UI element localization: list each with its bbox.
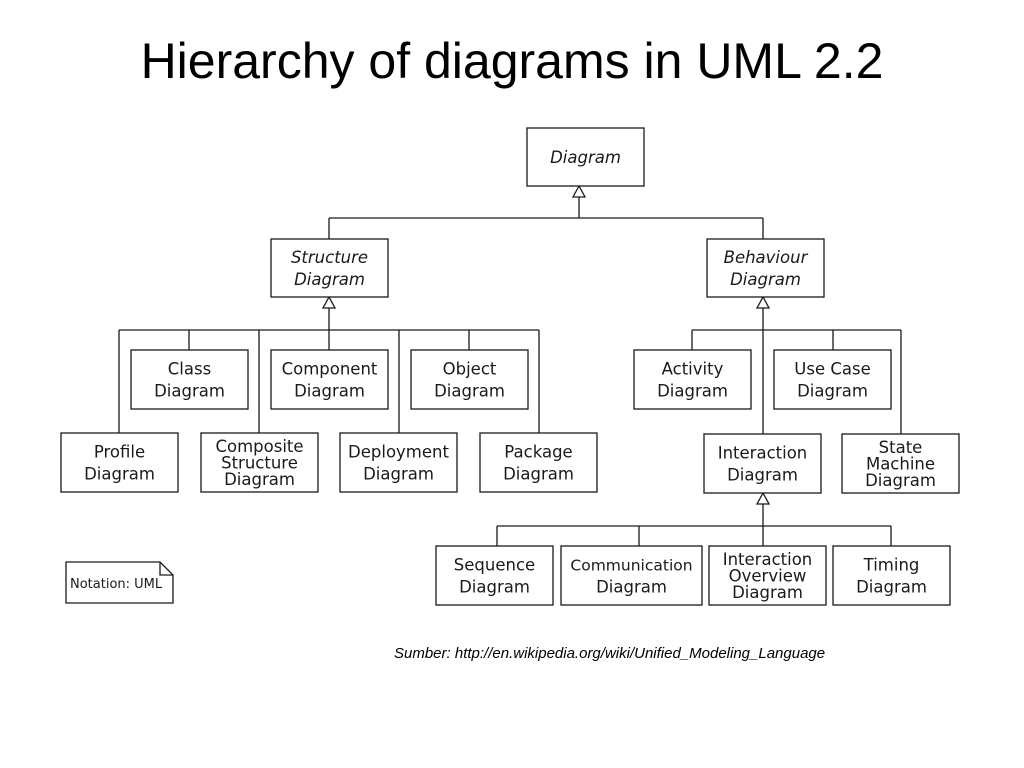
node-activity-label: Activity (662, 360, 724, 379)
node-package-label: Package (504, 443, 572, 462)
node-sequence-label: Sequence (454, 556, 535, 575)
node-class-label: Class (168, 360, 211, 379)
node-interaction-label: Interaction (718, 444, 808, 463)
notation-note: Notation: UML (65, 561, 174, 604)
node-object-label: Diagram (434, 382, 505, 401)
slide-title: Hierarchy of diagrams in UML 2.2 (140, 33, 884, 89)
node-diagram-label: Diagram (550, 148, 621, 167)
node-profile-label: Diagram (84, 465, 155, 484)
node-object-label: Object (443, 360, 497, 379)
node-diagram: Diagram (526, 127, 645, 187)
node-deployment-label: Deployment (348, 443, 449, 462)
node-composite-label: Structure (221, 454, 298, 473)
node-profile-label: Profile (94, 443, 145, 462)
node-statemachine-label: State (879, 438, 923, 457)
generalization-arrow-diagram (571, 184, 587, 198)
source-citation: Sumber: http://en.wikipedia.org/wiki/Uni… (394, 645, 826, 662)
node-interactionoverview-label: Overview (729, 567, 807, 586)
node-statemachine-label: Diagram (865, 471, 936, 490)
node-timing-label: Timing (863, 556, 920, 575)
node-behaviour-label: Diagram (730, 270, 801, 289)
node-composite-label: Diagram (224, 470, 295, 489)
node-behaviour-label: Behaviour (724, 248, 809, 267)
notation-label: Notation: UML (70, 577, 163, 592)
node-communication-label: Communication (570, 557, 692, 575)
generalization-arrow-behaviour (755, 295, 771, 309)
node-class-label: Diagram (154, 382, 225, 401)
diagram-nodes: DiagramStructureDiagramBehaviourDiagramC… (60, 127, 960, 606)
node-usecase-label: Diagram (797, 382, 868, 401)
node-communication-label: Diagram (596, 578, 667, 597)
node-structure-label: Structure (291, 248, 368, 267)
node-component-label: Component (282, 360, 378, 379)
node-component-label: Diagram (294, 382, 365, 401)
node-activity-label: Diagram (657, 382, 728, 401)
node-sequence-label: Diagram (459, 578, 530, 597)
node-package-label: Diagram (503, 465, 574, 484)
node-timing-label: Diagram (856, 578, 927, 597)
diagram-edges (118, 184, 902, 546)
node-usecase-label: Use Case (794, 360, 870, 379)
node-interaction-label: Diagram (727, 466, 798, 485)
node-deployment-label: Diagram (363, 465, 434, 484)
node-composite-label: Composite (215, 437, 303, 456)
generalization-arrow-structure (321, 295, 337, 309)
generalization-arrow-interaction (755, 491, 771, 505)
node-structure-label: Diagram (294, 270, 365, 289)
node-interactionoverview-label: Interaction (723, 550, 813, 569)
node-interactionoverview-label: Diagram (732, 583, 803, 602)
node-statemachine-label: Machine (866, 455, 935, 474)
